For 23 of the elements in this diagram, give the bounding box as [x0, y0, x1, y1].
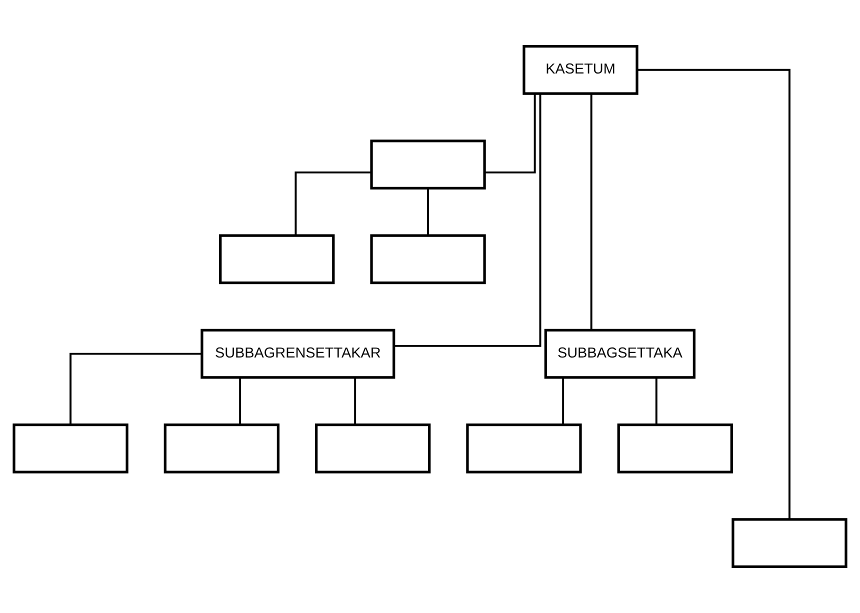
node-box — [466, 423, 582, 474]
connector — [239, 378, 242, 424]
connector — [354, 378, 356, 424]
node-box — [164, 423, 280, 474]
node-box — [315, 423, 431, 474]
node-box — [732, 518, 848, 568]
node-box — [370, 234, 486, 284]
connector — [562, 378, 564, 424]
node-box — [12, 423, 128, 474]
node-box — [370, 140, 486, 190]
node-box — [617, 423, 733, 474]
node-box: SUBBAGSETTAKA — [544, 328, 696, 379]
connector — [637, 68, 790, 519]
connector — [394, 94, 542, 347]
node-box — [219, 234, 335, 284]
connector — [70, 352, 202, 425]
connector — [294, 171, 372, 236]
connector — [655, 378, 658, 424]
connector — [590, 94, 592, 330]
node-box: SUBBAGRENSETTAKAR — [200, 328, 396, 379]
node-box: KASETUM — [522, 44, 638, 95]
connector — [484, 94, 536, 174]
connector — [427, 188, 430, 235]
